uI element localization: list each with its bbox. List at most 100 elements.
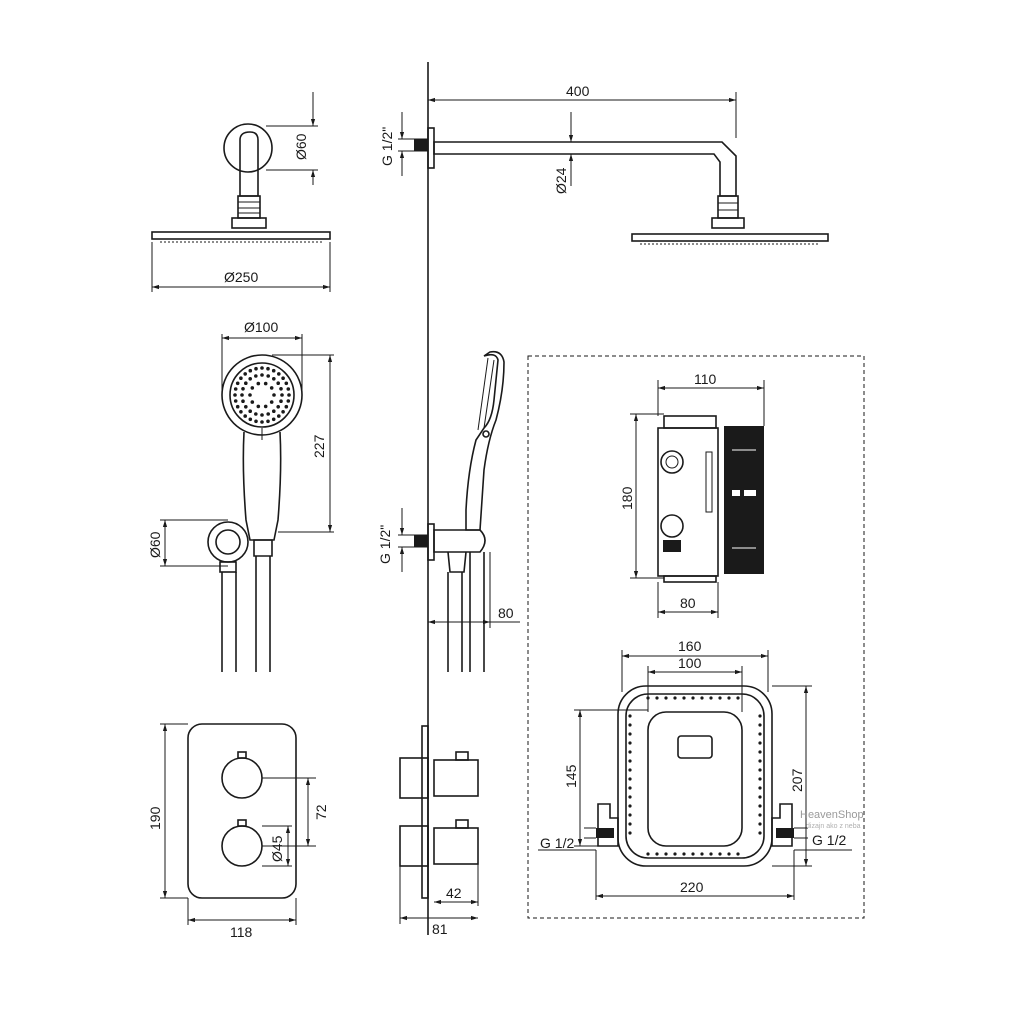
spray-nozzle: [233, 393, 237, 397]
dim-opening-width: 100: [647, 655, 743, 712]
spray-nozzle: [271, 368, 276, 373]
mounting-hole: [758, 714, 762, 718]
mounting-hole: [628, 786, 632, 790]
knob-depth-label: 42: [446, 885, 462, 901]
mounting-hole: [691, 852, 695, 856]
dim-frame-width: 160: [621, 638, 769, 692]
spray-nozzle: [235, 381, 240, 386]
spray-nozzle: [250, 400, 255, 404]
dim-frame-height: 207: [772, 685, 812, 867]
spray-nozzle: [266, 419, 270, 424]
spray-nozzle: [244, 405, 248, 409]
spray-nozzle: [254, 366, 258, 371]
spray-nozzle: [239, 376, 243, 381]
outlet-diameter-label: Ø60: [147, 531, 163, 558]
spray-nozzle: [279, 399, 283, 404]
box-width-label: 110: [694, 371, 717, 387]
spray-nozzle: [281, 376, 285, 381]
spray-nozzle: [233, 387, 238, 391]
spray-nozzle: [260, 420, 264, 424]
arm-length-label: 400: [566, 83, 590, 99]
mounting-hole: [628, 813, 632, 817]
mounting-hole: [758, 786, 762, 790]
mounting-hole: [628, 804, 632, 808]
spray-nozzle: [243, 414, 247, 418]
mounting-hole: [646, 852, 650, 856]
concealed-body-frame: [527, 355, 865, 919]
dim-outlet-thread: G 1/2": [377, 508, 428, 572]
spray-nozzle: [260, 413, 264, 417]
spray-nozzle: [284, 404, 289, 409]
mounting-hole: [628, 768, 632, 772]
mounting-hole: [758, 822, 762, 826]
spray-nozzle: [248, 409, 252, 414]
dim-knob-spacing: 72: [262, 777, 329, 847]
spray-nozzle: [254, 412, 258, 416]
dim-hand-length: 227: [272, 354, 334, 533]
frame-width-label: 160: [678, 638, 702, 654]
mounting-hole: [709, 696, 713, 700]
spray-nozzle: [277, 372, 281, 376]
mounting-hole: [718, 696, 722, 700]
total-depth-label: 81: [432, 921, 448, 937]
spray-nozzle: [248, 417, 253, 422]
shower-arm-side-view: [414, 127, 829, 245]
dim-outlet-diameter: Ø60: [147, 519, 228, 567]
head-diameter-label: Ø250: [224, 269, 258, 285]
dim-knob-diameter: Ø45: [262, 825, 292, 867]
mounting-hole: [673, 852, 677, 856]
dim-thread-left: G 1/2: [538, 827, 596, 851]
spray-nozzle: [241, 387, 245, 391]
mounting-hole: [758, 804, 762, 808]
mounting-hole: [758, 777, 762, 781]
plate-width-label: 118: [230, 924, 253, 940]
mounting-hole: [691, 696, 695, 700]
spray-nozzle: [276, 405, 281, 409]
spray-nozzle: [276, 381, 281, 386]
spray-nozzle: [233, 399, 238, 403]
plate-height-label: 190: [147, 806, 163, 830]
spray-nozzle: [254, 374, 258, 378]
hand-length-label: 227: [311, 434, 327, 458]
mounting-hole: [628, 795, 632, 799]
mounting-hole: [628, 732, 632, 736]
spray-nozzle: [286, 399, 291, 403]
thread-left-label: G 1/2: [540, 835, 574, 851]
spray-nozzle: [272, 377, 276, 381]
mounting-hole: [718, 852, 722, 856]
mounting-hole: [628, 750, 632, 754]
mounting-hole: [758, 831, 762, 835]
mounting-hole: [736, 696, 740, 700]
flange-diameter-label: Ø60: [293, 133, 309, 160]
dim-outlet-depth: 80: [428, 552, 520, 628]
frame-total-width-label: 220: [680, 879, 704, 895]
dim-knob-depth: 42: [434, 864, 479, 906]
mounting-hole: [709, 852, 713, 856]
arm-thread-label: G 1/2": [379, 127, 395, 166]
spray-nozzle: [248, 393, 252, 397]
spray-nozzle: [243, 372, 247, 376]
thread-right-label: G 1/2: [812, 832, 846, 848]
spray-nozzle: [248, 368, 253, 373]
mounting-hole: [628, 723, 632, 727]
mounting-hole: [736, 852, 740, 856]
watermark-brand: HeavenShop: [800, 809, 864, 821]
spray-nozzle: [279, 387, 283, 391]
spray-nozzle: [281, 410, 285, 414]
dim-head-diameter: Ø250: [151, 242, 331, 292]
mounting-hole: [655, 852, 659, 856]
spray-nozzle: [256, 404, 261, 409]
mounting-hole: [758, 813, 762, 817]
dim-box-height: 180: [619, 413, 664, 579]
concealed-box-side-view: [657, 415, 764, 583]
thermostat-side-view: [399, 725, 479, 899]
mounting-hole: [700, 696, 704, 700]
arm-diameter-label: Ø24: [553, 167, 569, 194]
thermostat-plate-front-view: [187, 723, 297, 899]
dim-flange-diameter: Ø60: [266, 92, 318, 185]
dim-arm-length: 400: [428, 83, 737, 138]
mounting-hole: [628, 759, 632, 763]
overhead-shower-front-view: [151, 123, 331, 243]
mounting-hole: [628, 777, 632, 781]
spray-nozzle: [269, 386, 274, 390]
